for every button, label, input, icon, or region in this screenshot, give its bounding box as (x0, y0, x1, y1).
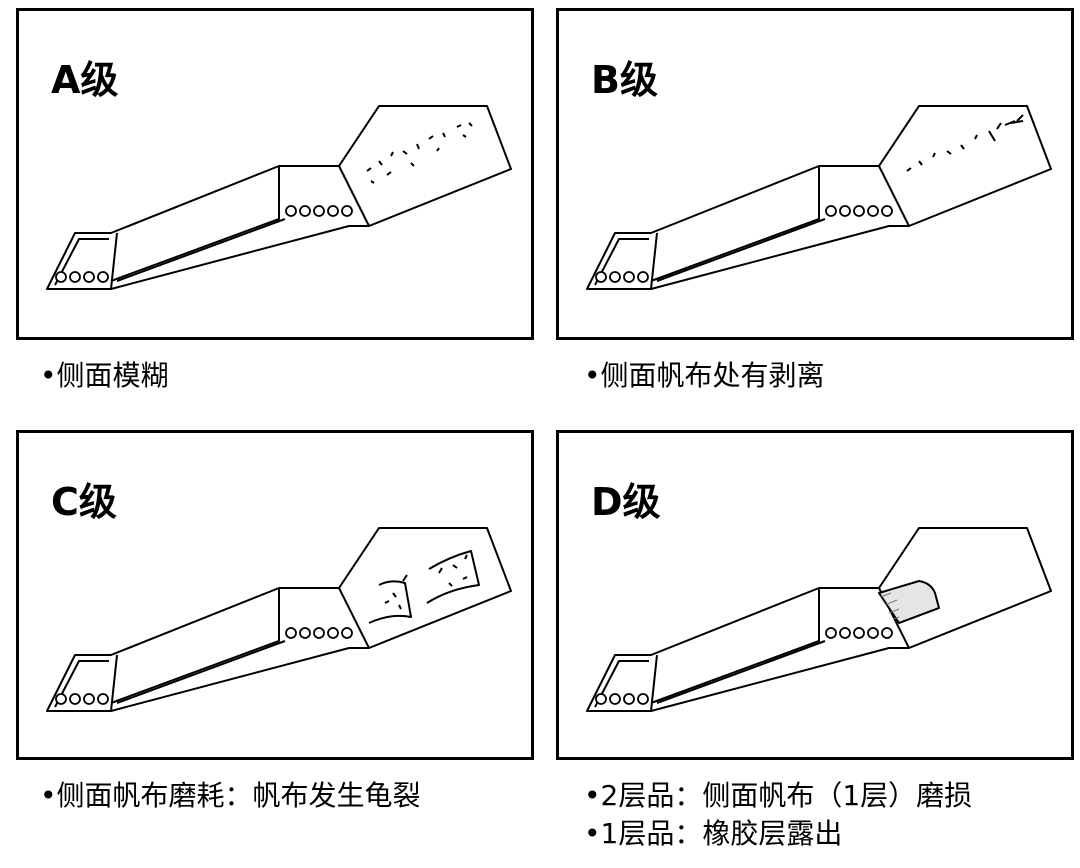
grade-label: C级 (51, 480, 117, 524)
belt-illustration (586, 105, 1052, 290)
caption: •1层品：橡胶层露出 (584, 817, 843, 850)
grade-label: D级 (591, 480, 661, 524)
grade-label: A级 (51, 58, 119, 102)
grade-label: B级 (591, 58, 658, 102)
caption: •侧面帆布处有剥离 (584, 359, 825, 392)
panel-grade-b: B级 (556, 8, 1074, 340)
caption: •2层品：侧面帆布（1层）磨损 (584, 779, 973, 812)
belt-illustration (46, 105, 512, 290)
panel-grade-c: C级 (16, 430, 534, 760)
panel-grade-a: A级 (16, 8, 534, 340)
belt-illustration (586, 527, 1052, 712)
caption: •侧面帆布磨耗：帆布发生龟裂 (40, 779, 421, 812)
belt-illustration (46, 527, 512, 712)
panel-grade-d: D级 (556, 430, 1074, 760)
caption: •侧面模糊 (40, 359, 169, 392)
